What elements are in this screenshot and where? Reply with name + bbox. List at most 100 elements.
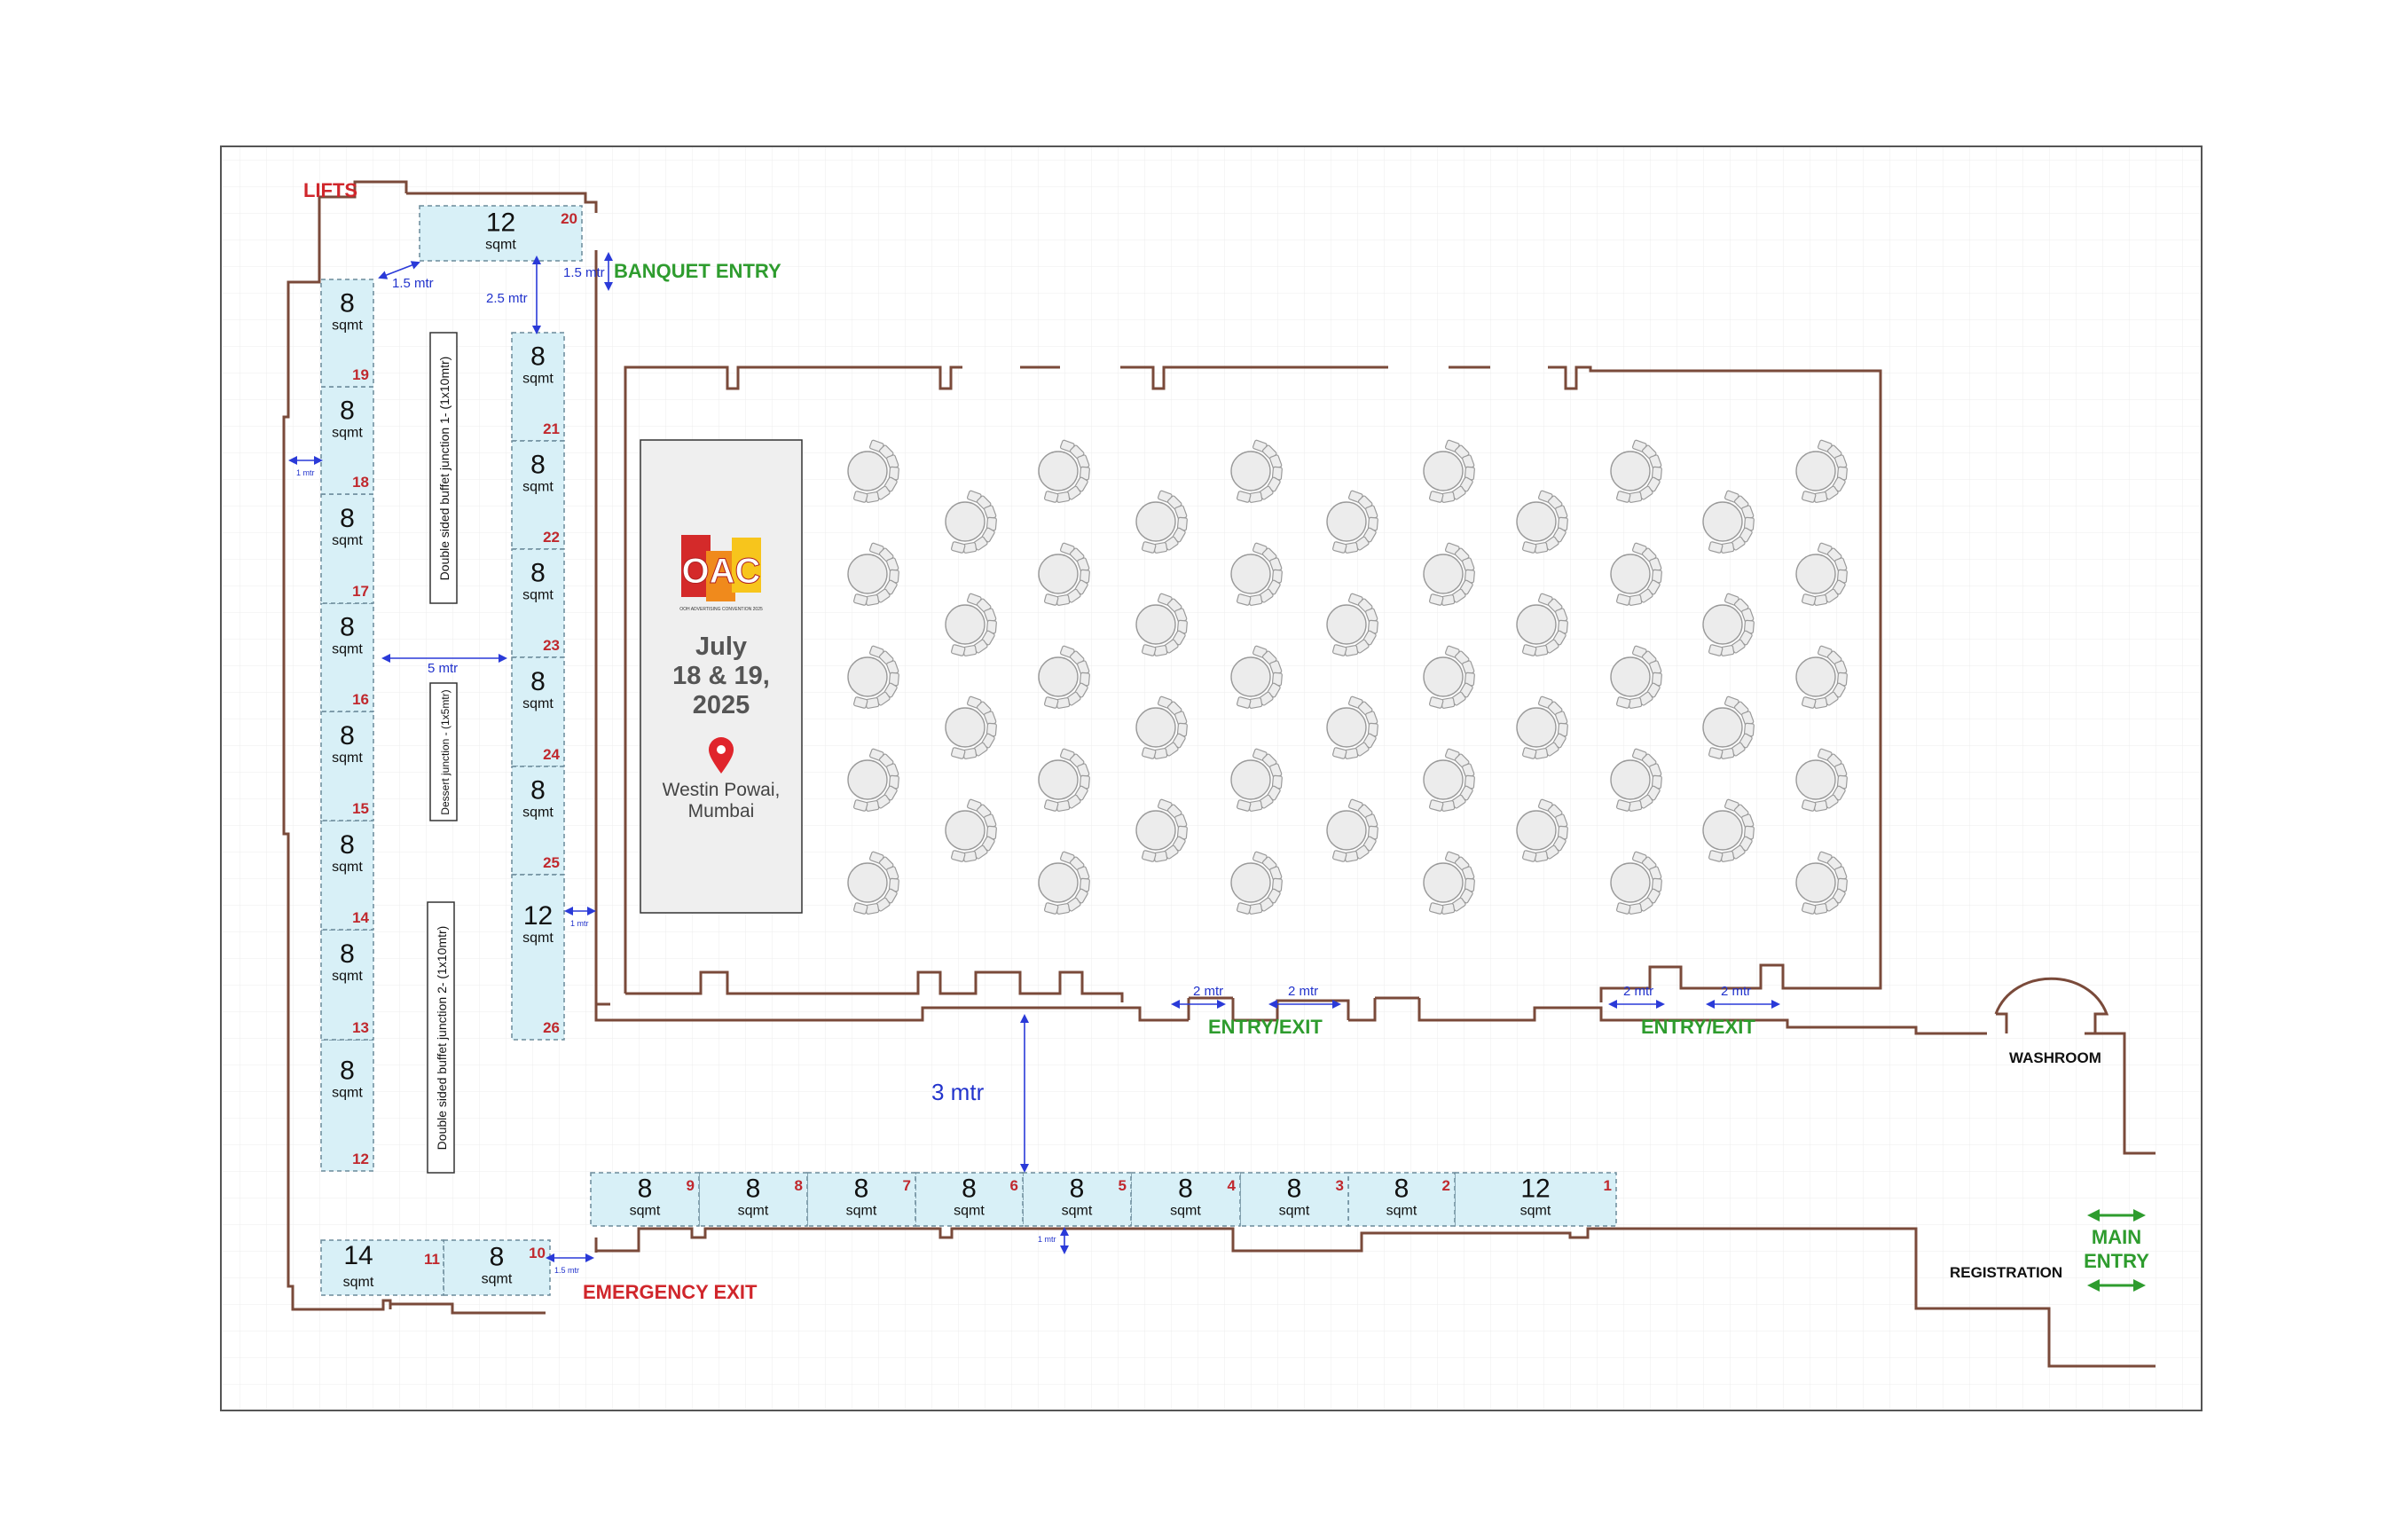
round-table xyxy=(1516,695,1569,760)
table-top xyxy=(1516,604,1557,645)
booth-11-number: 11 xyxy=(424,1251,440,1268)
logo-text: OAC xyxy=(682,552,761,591)
table-top xyxy=(945,501,985,542)
round-table xyxy=(1795,851,1849,915)
booth-9-unit: sqmt xyxy=(630,1204,661,1219)
area-labels: LIFTS BANQUET ENTRY EMERGENCY EXIT ENTRY… xyxy=(303,179,2149,1303)
entry-exit-label-2[interactable]: ENTRY/EXIT xyxy=(1641,1016,1755,1038)
buffet-junction-1 xyxy=(429,332,458,604)
round-table xyxy=(945,695,998,760)
round-table xyxy=(1795,439,1849,504)
round-table xyxy=(1038,439,1091,504)
measure-2-a: 2 mtr xyxy=(1193,984,1223,999)
table-top xyxy=(1038,862,1079,903)
booth-23-size: 8 xyxy=(530,559,546,588)
table-top xyxy=(1423,656,1464,697)
round-table xyxy=(1702,695,1755,760)
round-table xyxy=(1038,748,1091,813)
booth-14-size: 8 xyxy=(340,830,355,860)
table-top xyxy=(1610,759,1651,800)
round-table xyxy=(1423,645,1476,710)
walls xyxy=(282,180,2156,1368)
measure-1-bottom: 1 mtr xyxy=(1038,1235,1056,1244)
table-top xyxy=(1795,656,1836,697)
round-table xyxy=(1610,439,1663,504)
round-table xyxy=(1230,851,1284,915)
booth-12-number: 12 xyxy=(352,1151,369,1167)
round-table xyxy=(1326,695,1379,760)
booth-7-number: 7 xyxy=(903,1177,911,1194)
round-table xyxy=(1230,748,1284,813)
measure-1-5-exit: 1.5 mtr xyxy=(554,1266,579,1275)
venue-line-1: Westin Powai, xyxy=(663,780,781,800)
stage-panel: OAC OOH ADVERTISING CONVENTION 2025 July… xyxy=(640,439,803,914)
round-table xyxy=(1795,542,1849,607)
booth-7-size: 8 xyxy=(854,1175,869,1204)
booth-8-unit: sqmt xyxy=(738,1204,769,1219)
round-table xyxy=(1610,542,1663,607)
buffet-area: Double sided buffet junction 1- (1x10mtr… xyxy=(427,332,458,1174)
booth-14-area xyxy=(320,820,374,931)
measure-1-left: 1 mtr xyxy=(296,468,315,477)
booth-21-size: 8 xyxy=(530,342,546,372)
booth-25-area xyxy=(511,766,565,876)
table-top xyxy=(1610,451,1651,491)
booth-3-size: 8 xyxy=(1287,1175,1302,1204)
booth-3-area xyxy=(1239,1172,1349,1227)
booth-24-unit: sqmt xyxy=(522,696,554,711)
booth-18-size: 8 xyxy=(340,396,355,425)
table-top xyxy=(1230,554,1271,594)
round-table xyxy=(1326,798,1379,863)
venue-line-2: Mumbai xyxy=(688,801,755,821)
table-top xyxy=(1610,862,1651,903)
table-top xyxy=(1702,501,1743,542)
table-top xyxy=(1423,862,1464,903)
measure-2-5: 2.5 mtr xyxy=(486,291,528,306)
dessert-junction-label: Dessert junction - (1x5mtr) xyxy=(439,689,452,814)
booth-26-unit: sqmt xyxy=(522,931,554,946)
round-table xyxy=(1702,593,1755,657)
booth-11-area xyxy=(320,1239,444,1296)
banquet-tables xyxy=(847,439,1849,915)
main-entry-label-2[interactable]: ENTRY xyxy=(2084,1250,2149,1272)
booth-15-size: 8 xyxy=(340,721,355,750)
booth-2-unit: sqmt xyxy=(1386,1204,1417,1219)
booth-12-unit: sqmt xyxy=(332,1085,363,1100)
round-table xyxy=(1702,490,1755,554)
round-table xyxy=(1610,851,1663,915)
booth-5-size: 8 xyxy=(1070,1175,1085,1204)
booth-14-unit: sqmt xyxy=(332,860,363,875)
round-table xyxy=(1135,490,1189,554)
booth-26-number: 26 xyxy=(543,1019,560,1036)
entry-exit-label-1[interactable]: ENTRY/EXIT xyxy=(1208,1016,1323,1038)
booth-19-size: 8 xyxy=(340,288,355,318)
table-top xyxy=(1516,707,1557,748)
main-entry-label-1[interactable]: MAIN xyxy=(2092,1226,2141,1248)
